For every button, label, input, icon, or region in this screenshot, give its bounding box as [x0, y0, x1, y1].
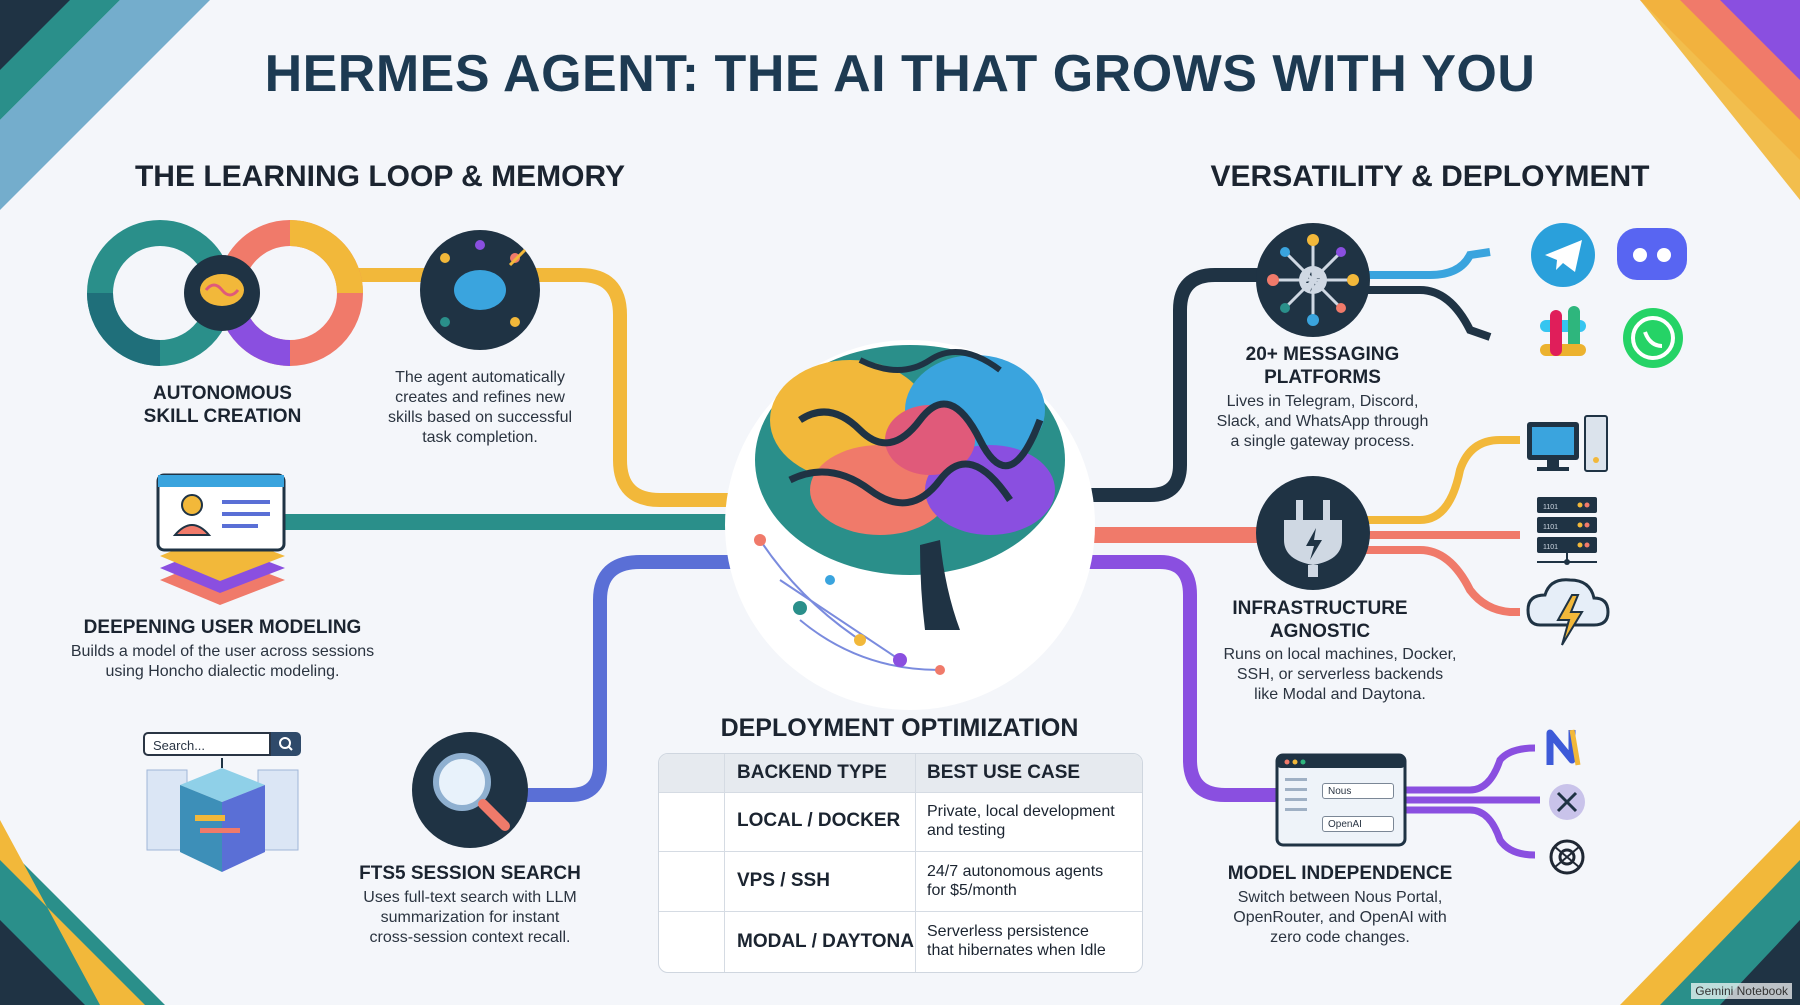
user-modeling-title: DEEPENING USER MODELING — [83, 617, 362, 638]
profile-card-icon — [156, 473, 286, 605]
magnifier-icon — [412, 732, 528, 848]
messaging-title-line-1: 20+ MESSAGING — [1245, 344, 1400, 365]
desktop-icon — [1527, 415, 1608, 472]
skill-creation-desc-line-3: skills based on successful — [387, 409, 573, 426]
discord-icon — [1617, 228, 1687, 280]
model-independence-title: MODEL INDEPENDENCE — [1227, 863, 1453, 884]
openai-icon — [1549, 839, 1585, 875]
versatility-title: VERSATILITY & DEPLOYMENT — [1210, 160, 1650, 193]
model-independence-desc-line-3: zero code changes. — [1270, 929, 1410, 946]
table-row-2-use-line-1: 24/7 autonomous agents — [927, 863, 1104, 880]
watermark: Gemini Notebook — [1691, 983, 1792, 999]
table-row-3-use-line-1: Serverless persistence — [927, 923, 1089, 940]
openrouter-icon — [1549, 784, 1585, 820]
infrastructure-desc-line-3: like Modal and Daytona. — [1254, 686, 1426, 703]
table-row-3-use: Serverless persistence that hibernates w… — [927, 922, 1106, 960]
skill-creation-desc-line-2: creates and refines new — [395, 389, 565, 406]
hub-icon — [1256, 223, 1370, 337]
search-icon — [279, 737, 293, 751]
search-input[interactable]: Search... — [143, 732, 271, 756]
messaging-desc-line-3: a single gateway process. — [1230, 433, 1415, 450]
connector-search — [525, 555, 750, 802]
messaging-description: Lives in Telegram, Discord, Slack, and W… — [1190, 392, 1455, 452]
table-divider — [659, 792, 1142, 793]
table-row-3-use-line-2: that hibernates when Idle — [927, 942, 1106, 959]
table-header-bg — [659, 754, 1142, 792]
deployment-title: DEPLOYMENT OPTIMIZATION — [720, 714, 1079, 742]
learning-loop-title: THE LEARNING LOOP & MEMORY — [134, 160, 626, 193]
skill-creation-title-line-1: AUTONOMOUS — [153, 383, 292, 404]
table-row-2-type: VPS / SSH — [737, 870, 830, 891]
cloud-bolt-icon — [1526, 578, 1610, 646]
infrastructure-title-line-1: INFRASTRUCTURE — [1232, 598, 1408, 619]
server-label-2: 1101 — [1543, 524, 1558, 531]
infrastructure-title: INFRASTRUCTURE AGNOSTIC — [1185, 597, 1455, 643]
table-row-2-use-line-2: for $5/month — [927, 882, 1017, 899]
table-divider — [659, 851, 1142, 852]
connector-messaging — [1070, 268, 1260, 502]
server-icon: 1101 1101 1101 — [1537, 497, 1597, 565]
corner-decoration-bottom-left — [0, 820, 165, 1005]
infrastructure-description: Runs on local machines, Docker, SSH, or … — [1195, 645, 1485, 705]
messaging-desc-line-1: Lives in Telegram, Discord, — [1226, 393, 1419, 410]
plug-icon — [1256, 476, 1370, 590]
table-row-3-type: MODAL / DAYTONA — [737, 931, 915, 952]
table-row-2-use: 24/7 autonomous agents for $5/month — [927, 862, 1103, 900]
table-row-1-use-line-1: Private, local development — [927, 803, 1115, 820]
table-divider — [724, 754, 725, 972]
table-row-1-type: LOCAL / DOCKER — [737, 810, 901, 831]
infrastructure-title-line-2: AGNOSTIC — [1269, 621, 1371, 642]
brain-icon — [725, 340, 1095, 710]
infrastructure-desc-line-2: SSH, or serverless backends — [1236, 666, 1444, 683]
user-modeling-desc-line-2: using Honcho dialectic modeling. — [105, 663, 340, 680]
model-independence-desc-line-2: OpenRouter, and OpenAI with — [1233, 909, 1447, 926]
whatsapp-icon — [1623, 308, 1683, 368]
table-header-backend: BACKEND TYPE — [737, 762, 887, 783]
nous-icon — [1546, 729, 1581, 766]
model-select-openai[interactable]: OpenAI — [1322, 816, 1394, 832]
main-title: HERMES AGENT: THE AI THAT GROWS WITH YOU — [264, 45, 1536, 103]
skill-creation-title: AUTONOMOUS SKILL CREATION — [100, 382, 345, 428]
table-divider — [915, 754, 916, 972]
session-search-title: FTS5 SESSION SEARCH — [359, 863, 581, 884]
server-label-3: 1101 — [1543, 544, 1558, 551]
connector-model — [1070, 555, 1285, 802]
session-search-desc-line-1: Uses full-text search with LLM — [363, 889, 577, 906]
table-header-use-case: BEST USE CASE — [927, 762, 1081, 783]
session-search-desc-line-3: cross-session context recall. — [369, 929, 571, 946]
table-divider — [659, 911, 1142, 912]
brain-network-icon — [420, 230, 540, 350]
table-row-1-use-line-2: and testing — [927, 822, 1006, 839]
search-button[interactable] — [271, 732, 301, 756]
messaging-desc-line-2: Slack, and WhatsApp through — [1216, 413, 1429, 430]
slack-icon — [1540, 306, 1586, 356]
model-select-nous[interactable]: Nous — [1322, 783, 1394, 799]
connector-skill — [340, 268, 740, 507]
model-independence-desc-line-1: Switch between Nous Portal, — [1237, 889, 1443, 906]
messaging-title: 20+ MESSAGING PLATFORMS — [1190, 343, 1455, 389]
infrastructure-desc-line-1: Runs on local machines, Docker, — [1223, 646, 1457, 663]
corner-decoration-top-right — [1640, 0, 1800, 200]
user-modeling-description: Builds a model of the user across sessio… — [40, 642, 405, 682]
session-search-description: Uses full-text search with LLM summariza… — [330, 888, 610, 948]
skill-creation-title-line-2: SKILL CREATION — [143, 406, 302, 427]
corner-decoration-bottom-right — [1620, 820, 1800, 1005]
deployment-table: BACKEND TYPE BEST USE CASE LOCAL / DOCKE… — [658, 753, 1143, 973]
skill-creation-desc-line-4: task completion. — [422, 429, 538, 446]
skill-creation-description: The agent automatically creates and refi… — [360, 368, 600, 448]
corner-decoration-top-left — [0, 0, 210, 210]
user-modeling-desc-line-1: Builds a model of the user across sessio… — [70, 643, 375, 660]
telegram-icon — [1531, 223, 1595, 287]
skill-creation-desc-line-1: The agent automatically — [395, 369, 565, 386]
messaging-title-line-2: PLATFORMS — [1264, 367, 1381, 388]
model-independence-description: Switch between Nous Portal, OpenRouter, … — [1200, 888, 1480, 948]
server-label-1: 1101 — [1543, 504, 1558, 511]
session-search-desc-line-2: summarization for instant — [380, 909, 560, 926]
loop-icon — [87, 220, 363, 366]
data-cube-icon — [146, 758, 299, 872]
table-row-1-use: Private, local development and testing — [927, 802, 1115, 840]
